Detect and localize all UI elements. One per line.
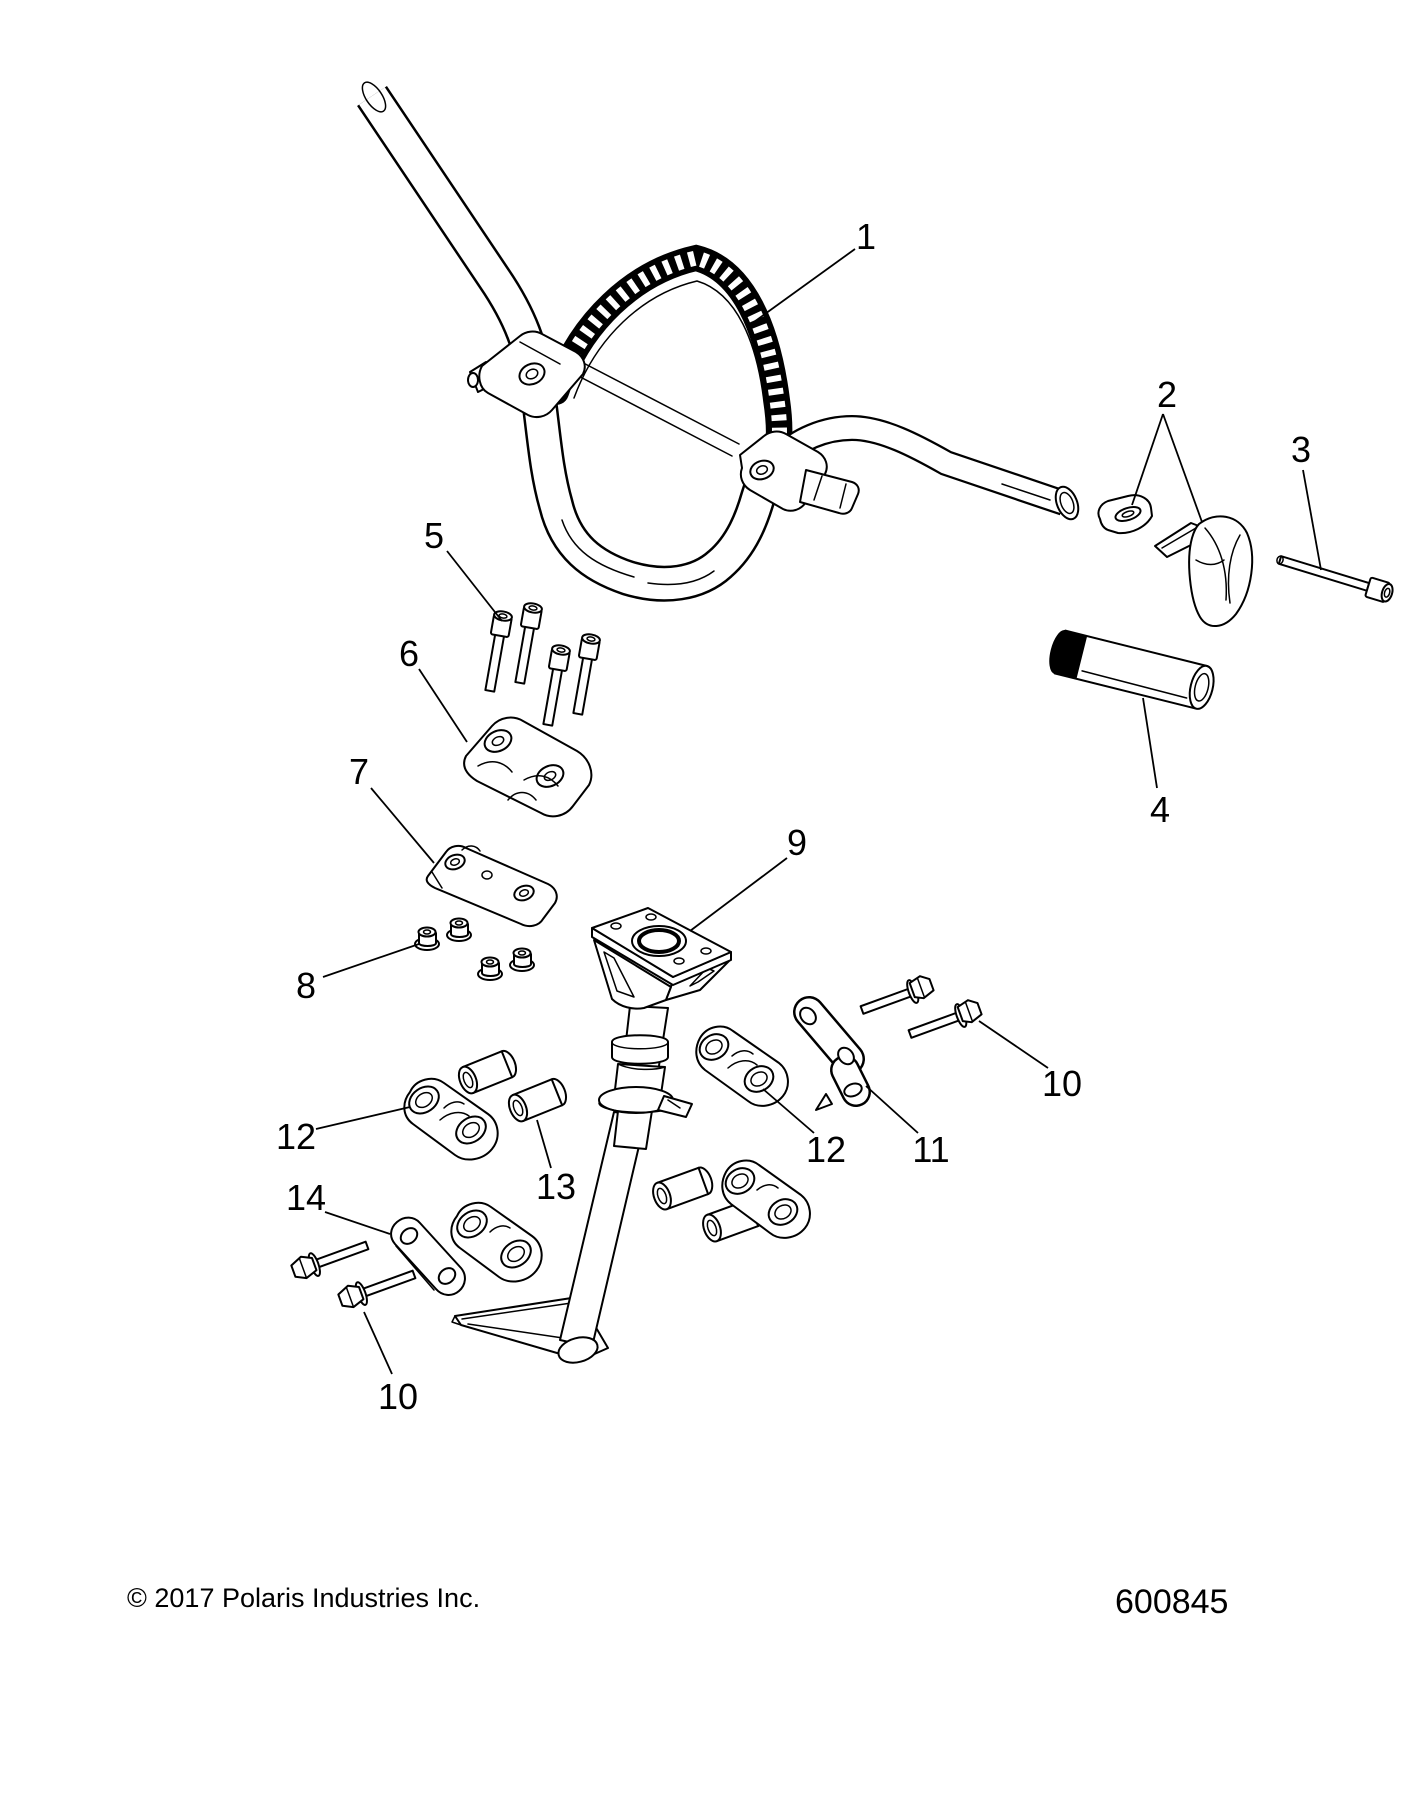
steering-post-skirt	[593, 939, 730, 1010]
callout-6-label: 6	[399, 633, 419, 674]
leader-lines	[315, 248, 1322, 1375]
copyright-notice: © 2017 Polaris Industries Inc.	[127, 1583, 480, 1613]
handlebar-clamp-lower-block	[425, 844, 558, 928]
leader-14	[324, 1211, 391, 1235]
leader-13	[536, 1119, 552, 1169]
callout-14-label: 14	[286, 1177, 326, 1218]
drawing-number: 600845	[1115, 1583, 1228, 1621]
callout-9-label: 9	[787, 822, 807, 863]
steering-post-tip	[557, 1336, 599, 1364]
callout-labels: 1 2 3 4 5 6 7 8 9 10 11 12 13 14 12 10	[276, 216, 1311, 1417]
handlebar-clamp-upper-block	[463, 716, 593, 818]
leader-12-right	[762, 1088, 815, 1134]
leader-2b	[1162, 413, 1203, 523]
clamp-bolts	[484, 602, 601, 727]
callout-4-label: 4	[1150, 789, 1170, 830]
callout-3-label: 3	[1291, 429, 1311, 470]
leader-11	[865, 1085, 919, 1134]
callout-2-label: 2	[1157, 374, 1177, 415]
leader-6	[418, 668, 468, 743]
leader-7	[370, 787, 435, 864]
steering-post-flange	[598, 1086, 693, 1118]
steering-post	[451, 907, 732, 1364]
callout-12-left-label: 12	[276, 1116, 316, 1157]
grip-end-insert	[1097, 494, 1153, 535]
post-clamp-bottom-right	[721, 1159, 811, 1239]
handlebar-tube	[357, 81, 1080, 602]
clamp-nuts	[414, 917, 535, 981]
callout-13-label: 13	[536, 1166, 576, 1207]
callout-10-lower-label: 10	[378, 1376, 418, 1417]
leader-9	[689, 857, 788, 932]
callout-7-label: 7	[349, 751, 369, 792]
leader-2a	[1131, 413, 1164, 506]
post-clamp-bottom-left	[450, 1201, 543, 1283]
link-bolts-right	[859, 975, 983, 1039]
support-bracket	[793, 996, 871, 1111]
leader-10-lower	[363, 1311, 393, 1375]
mountain-strap	[543, 244, 793, 471]
callout-10-right-label: 10	[1042, 1063, 1082, 1104]
callout-12-right-label: 12	[806, 1129, 846, 1170]
guard-bolt	[1276, 555, 1394, 603]
leader-10-right	[978, 1020, 1049, 1069]
leader-5	[446, 550, 503, 622]
bushings-left	[457, 1049, 568, 1123]
handlebar-grip	[1049, 629, 1215, 710]
strap-clamp-lower	[739, 430, 860, 515]
leader-8	[322, 943, 420, 978]
callout-1-label: 1	[856, 216, 876, 257]
leader-3	[1302, 469, 1322, 571]
strap-clamp-upper	[467, 330, 586, 419]
post-clamp-right	[695, 1025, 789, 1107]
steering-post-top-plate	[591, 907, 732, 986]
steering-post-collar	[611, 1034, 669, 1065]
leader-12-left	[315, 1106, 411, 1130]
callout-5-label: 5	[424, 515, 444, 556]
callout-11-label: 11	[912, 1129, 949, 1170]
leader-1	[746, 248, 856, 328]
callout-8-label: 8	[296, 965, 316, 1006]
link-bolts-left	[290, 1240, 417, 1309]
leader-4	[1142, 697, 1158, 789]
hand-guard	[1188, 515, 1254, 627]
link-plate	[390, 1216, 466, 1296]
post-clamp-left	[403, 1077, 499, 1161]
